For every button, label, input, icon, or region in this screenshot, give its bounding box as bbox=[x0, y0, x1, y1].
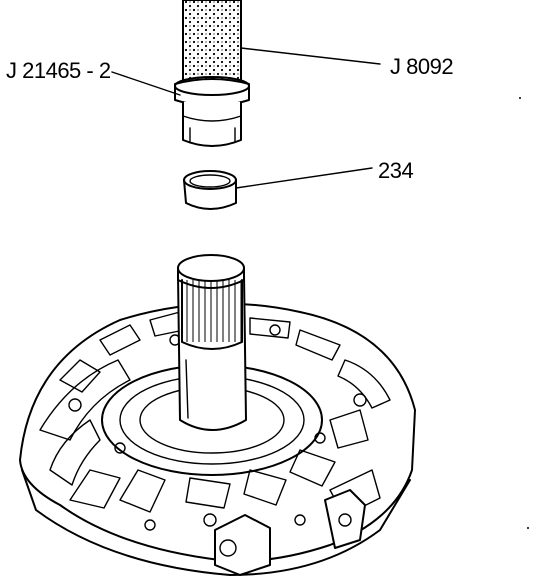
stray-dot bbox=[527, 527, 529, 529]
leader-lines bbox=[111, 47, 381, 189]
leader-bushing bbox=[235, 167, 373, 189]
label-driver-handle: J 8092 bbox=[390, 54, 453, 79]
leader-handle bbox=[240, 47, 381, 65]
stray-dot bbox=[519, 97, 521, 99]
bushing-installer bbox=[174, 76, 250, 147]
bushing-part bbox=[183, 170, 237, 210]
driver-handle bbox=[182, 0, 242, 85]
leader-installer bbox=[111, 71, 181, 96]
label-bushing: 234 bbox=[378, 158, 413, 183]
oil-pump-body bbox=[19, 302, 416, 576]
label-installer: J 21465 - 2 bbox=[6, 58, 111, 83]
stator-shaft bbox=[177, 254, 247, 431]
